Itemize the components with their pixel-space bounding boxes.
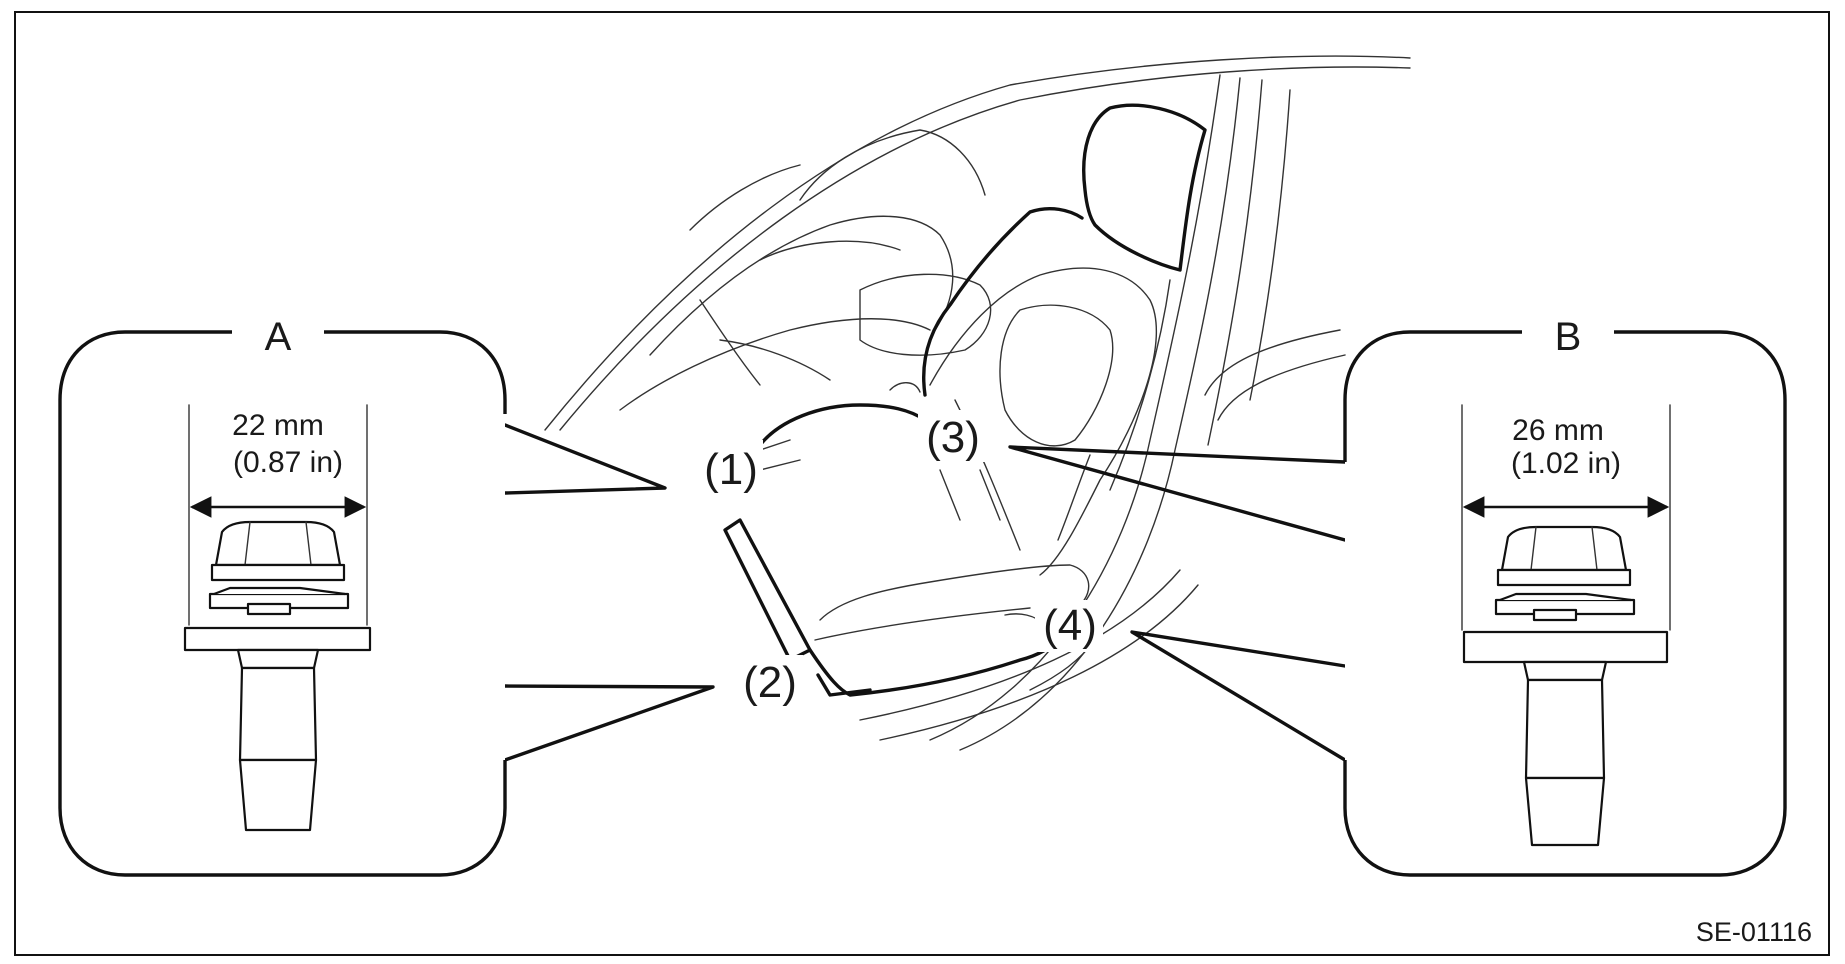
callout-2: (2)	[743, 658, 797, 707]
dimension-a-in: (0.87 in)	[233, 446, 343, 479]
flange-nut-a	[183, 520, 372, 832]
callout-4: (4)	[1043, 601, 1097, 650]
detail-a-letter: A	[265, 315, 292, 359]
dimension-b-mm: 26 mm	[1512, 414, 1604, 447]
leader-wedges	[503, 423, 1347, 762]
callout-labels: (1) (2) (3) (4)	[695, 410, 1103, 707]
callout-1: (1)	[704, 445, 758, 494]
figure-frame	[14, 11, 1830, 956]
figure-code: SE-01116	[1696, 917, 1812, 947]
callout-3: (3)	[926, 413, 980, 462]
car-interior-illustration	[544, 55, 1411, 751]
flange-nut-b	[1462, 525, 1669, 847]
detail-b-letter: B	[1555, 315, 1582, 359]
dimension-a-mm: 22 mm	[232, 409, 324, 442]
dimension-b-in: (1.02 in)	[1511, 447, 1621, 480]
detail-box-a: A 22 mm (0.87 in)	[58, 310, 507, 877]
detail-box-b: B 26 mm (1.02 in)	[1343, 310, 1787, 877]
